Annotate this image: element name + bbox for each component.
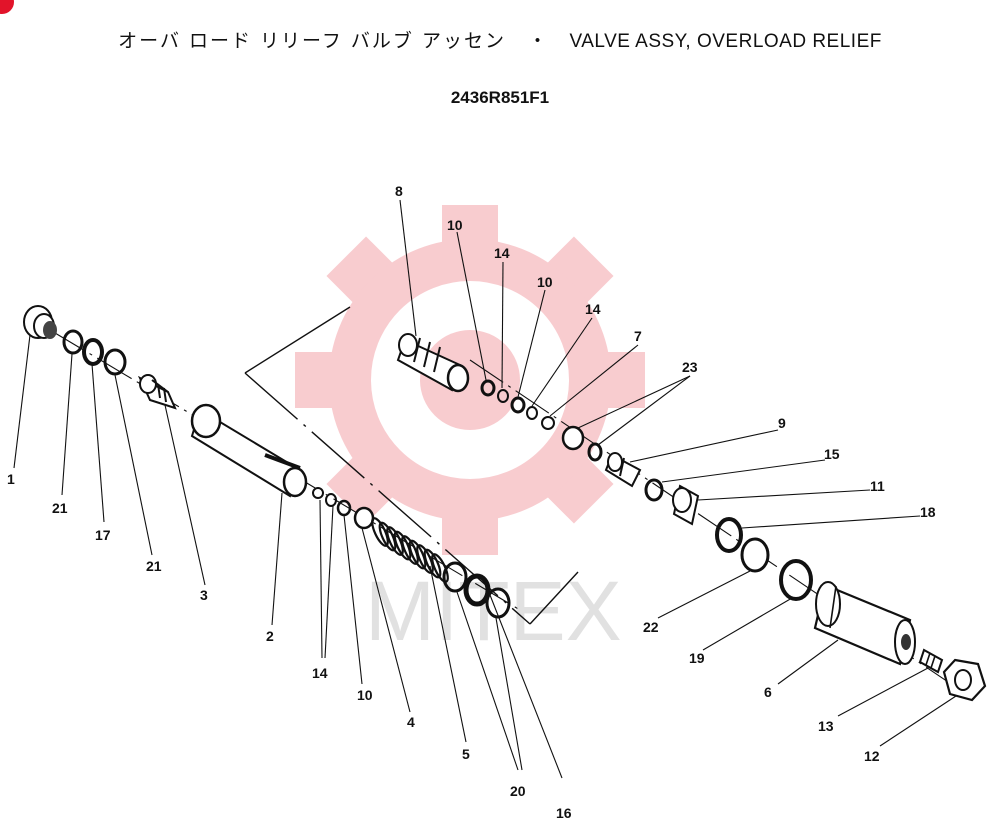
callout-6: 6 — [764, 684, 772, 700]
gear-tooth — [442, 495, 498, 555]
title-english: VALVE ASSY, OVERLOAD RELIEF — [569, 31, 882, 52]
part-9-adjust-screw — [604, 452, 642, 488]
callout-21-b: 21 — [146, 558, 162, 574]
callout-19: 19 — [689, 650, 705, 666]
part-7-poppet — [541, 416, 555, 430]
callout-9: 9 — [778, 415, 786, 431]
callout-14-b: 14 — [494, 245, 510, 261]
gear-tooth — [442, 205, 498, 265]
part-15-o-ring — [644, 478, 664, 502]
callout-18: 18 — [920, 504, 936, 520]
callout-4: 4 — [407, 714, 415, 730]
callout-12: 12 — [864, 748, 880, 764]
callout-23: 23 — [682, 359, 698, 375]
leader-lines — [13, 199, 957, 779]
watermark-text: MITEX — [365, 564, 622, 658]
axis-lines — [49, 329, 961, 691]
callout-11: 11 — [870, 478, 885, 494]
part-23-backup-ring-b — [587, 442, 603, 462]
diagram-title: オーバ ロード リリーフ バルブ アッセン・ VALVE ASSY, OVERLO… — [0, 26, 1000, 53]
callout-17: 17 — [95, 527, 111, 543]
title-japanese: オーバ ロード リリーフ バルブ アッセン — [118, 30, 506, 52]
spring-coil — [431, 553, 449, 583]
callout-16: 16 — [556, 805, 572, 821]
callout-14-a: 14 — [312, 665, 328, 681]
gear-tooth — [326, 236, 409, 319]
part-number: 2436R851F1 — [450, 88, 550, 107]
callout-13: 13 — [818, 718, 834, 734]
callout-10-b: 10 — [447, 217, 463, 233]
callout-10-a: 10 — [357, 687, 373, 703]
part-19-o-ring — [779, 559, 813, 601]
part-22-backup-ring — [740, 537, 770, 573]
part-18-o-ring — [715, 517, 743, 553]
callout-3: 3 — [200, 587, 208, 603]
callout-8: 8 — [395, 183, 403, 199]
title-separator: ・ — [527, 31, 548, 52]
callout-1: 1 — [7, 471, 15, 487]
part-14-ball-a — [312, 487, 324, 499]
part-4-seat — [353, 506, 375, 530]
callout-15: 15 — [824, 446, 840, 462]
part-8-piston-assy — [396, 333, 470, 393]
callout-20: 20 — [510, 783, 526, 799]
part-2-sleeve — [190, 403, 308, 498]
subassembly-frame — [244, 306, 579, 625]
callout-10-c: 10 — [537, 274, 553, 290]
callout-22: 22 — [643, 619, 659, 635]
watermark-gear-logo — [295, 205, 645, 555]
part-11-plug — [672, 484, 700, 526]
gear-tooth — [531, 441, 614, 524]
callout-21-a: 21 — [52, 500, 68, 516]
part-20-backup-ring-a — [442, 561, 468, 593]
part-6-housing — [813, 581, 916, 666]
gear-tooth — [295, 352, 355, 408]
callout-2: 2 — [266, 628, 274, 644]
gear-tooth — [585, 352, 645, 408]
part-16-o-ring — [463, 573, 491, 607]
callout-14-c: 14 — [585, 301, 601, 317]
part-3-poppet — [137, 374, 177, 410]
part-14-ring-a — [325, 493, 337, 507]
callout-7: 7 — [634, 328, 642, 344]
part-21-backup-ring-b — [103, 348, 127, 376]
part-13-set-screw — [918, 648, 944, 674]
part-1-plug — [23, 305, 57, 339]
callout-labels: 1 21 17 21 3 2 14 10 4 5 20 16 8 10 14 1… — [7, 183, 936, 821]
callout-5: 5 — [462, 746, 470, 762]
gear-tooth — [531, 236, 614, 319]
part-14-ring-b — [497, 389, 509, 403]
part-10-o-ring-c — [510, 396, 526, 414]
part-10-o-ring-b — [480, 379, 496, 397]
part-14-ring-c — [526, 406, 538, 420]
part-17-o-ring — [82, 338, 104, 366]
part-20-backup-ring-b — [485, 587, 511, 619]
part-21-backup-ring-a — [62, 329, 84, 355]
part-12-lock-nut — [942, 658, 987, 702]
part-23-backup-ring-a — [561, 425, 585, 451]
